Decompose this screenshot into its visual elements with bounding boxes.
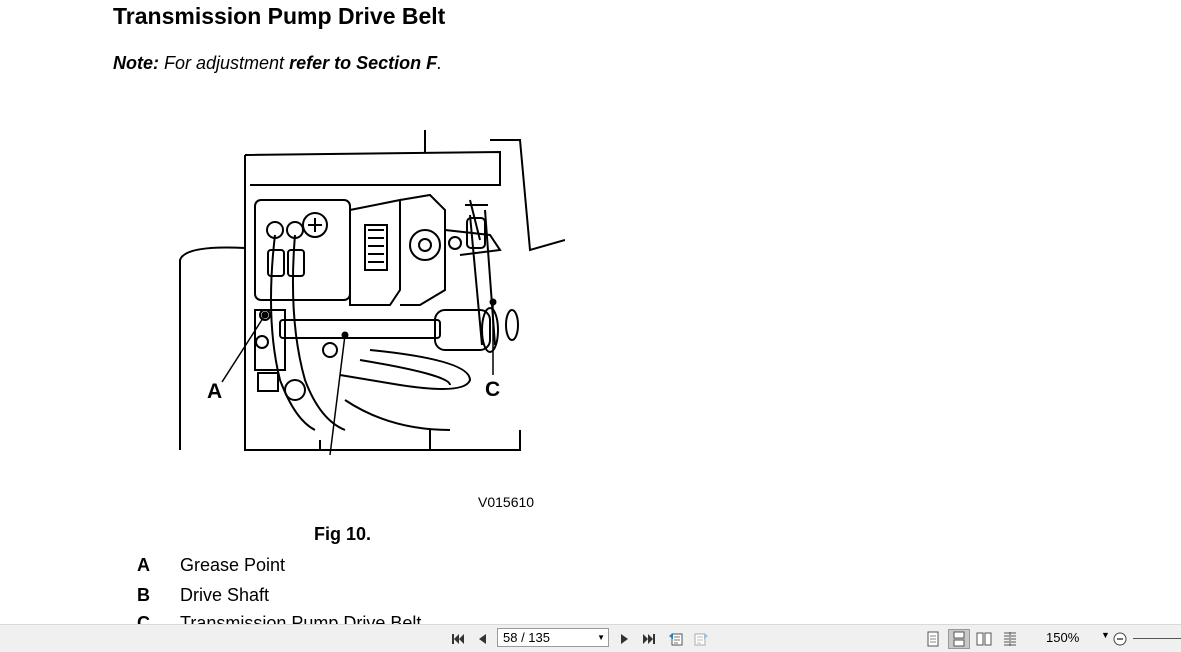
legend-item: C Transmission Pump Drive Belt xyxy=(137,613,421,624)
legend-key: C xyxy=(137,613,150,624)
zoom-out-icon[interactable] xyxy=(1112,630,1128,648)
chevron-down-icon: ▼ xyxy=(597,633,605,642)
adjustment-note: Note: For adjustment refer to Section F. xyxy=(113,53,442,74)
section-title: Transmission Pump Drive Belt xyxy=(113,3,446,29)
next-page-icon[interactable] xyxy=(617,630,633,648)
legend-key: B xyxy=(137,585,150,605)
legend-text: Drive Shaft xyxy=(180,585,270,605)
legend-item: A Grease Point xyxy=(137,555,285,576)
facing-pages-icon[interactable] xyxy=(975,630,993,648)
page-number-input[interactable]: 58 / 135 ▼ xyxy=(497,628,609,647)
viewer-toolbar: 58 / 135 ▼ 150% ▼ xyxy=(0,624,1181,652)
last-page-icon[interactable] xyxy=(641,630,657,648)
pump-drive-illustration: A B C xyxy=(179,130,565,460)
go-forward-view-icon[interactable] xyxy=(692,630,710,648)
callout-a: A xyxy=(207,380,222,403)
single-page-icon[interactable] xyxy=(925,630,941,648)
callout-b: B xyxy=(322,459,337,460)
legend-key: A xyxy=(137,555,150,575)
figure-id: V015610 xyxy=(478,494,535,510)
figure-caption: Fig 10. xyxy=(314,524,372,544)
legend-text: Grease Point xyxy=(180,555,286,575)
continuous-page-icon[interactable] xyxy=(948,629,970,649)
continuous-facing-icon[interactable] xyxy=(1001,630,1019,648)
legend-item: B Drive Shaft xyxy=(137,585,269,606)
zoom-level[interactable]: 150% xyxy=(1046,630,1080,645)
zoom-slider[interactable] xyxy=(1133,638,1181,639)
go-back-view-icon[interactable] xyxy=(667,630,685,648)
document-page: Transmission Pump Drive Belt Note: For a… xyxy=(113,3,565,624)
legend-text: Transmission Pump Drive Belt xyxy=(180,613,422,624)
note-end: . xyxy=(437,53,443,73)
callout-c: C xyxy=(485,378,500,401)
first-page-icon[interactable] xyxy=(450,630,466,648)
zoom-dropdown-icon[interactable]: ▼ xyxy=(1101,630,1110,640)
note-label: Note: xyxy=(113,53,159,73)
note-text: For adjustment xyxy=(159,53,290,73)
previous-page-icon[interactable] xyxy=(474,630,490,648)
page-number-value: 58 / 135 xyxy=(503,630,550,645)
note-reference: refer to Section F xyxy=(289,53,438,73)
